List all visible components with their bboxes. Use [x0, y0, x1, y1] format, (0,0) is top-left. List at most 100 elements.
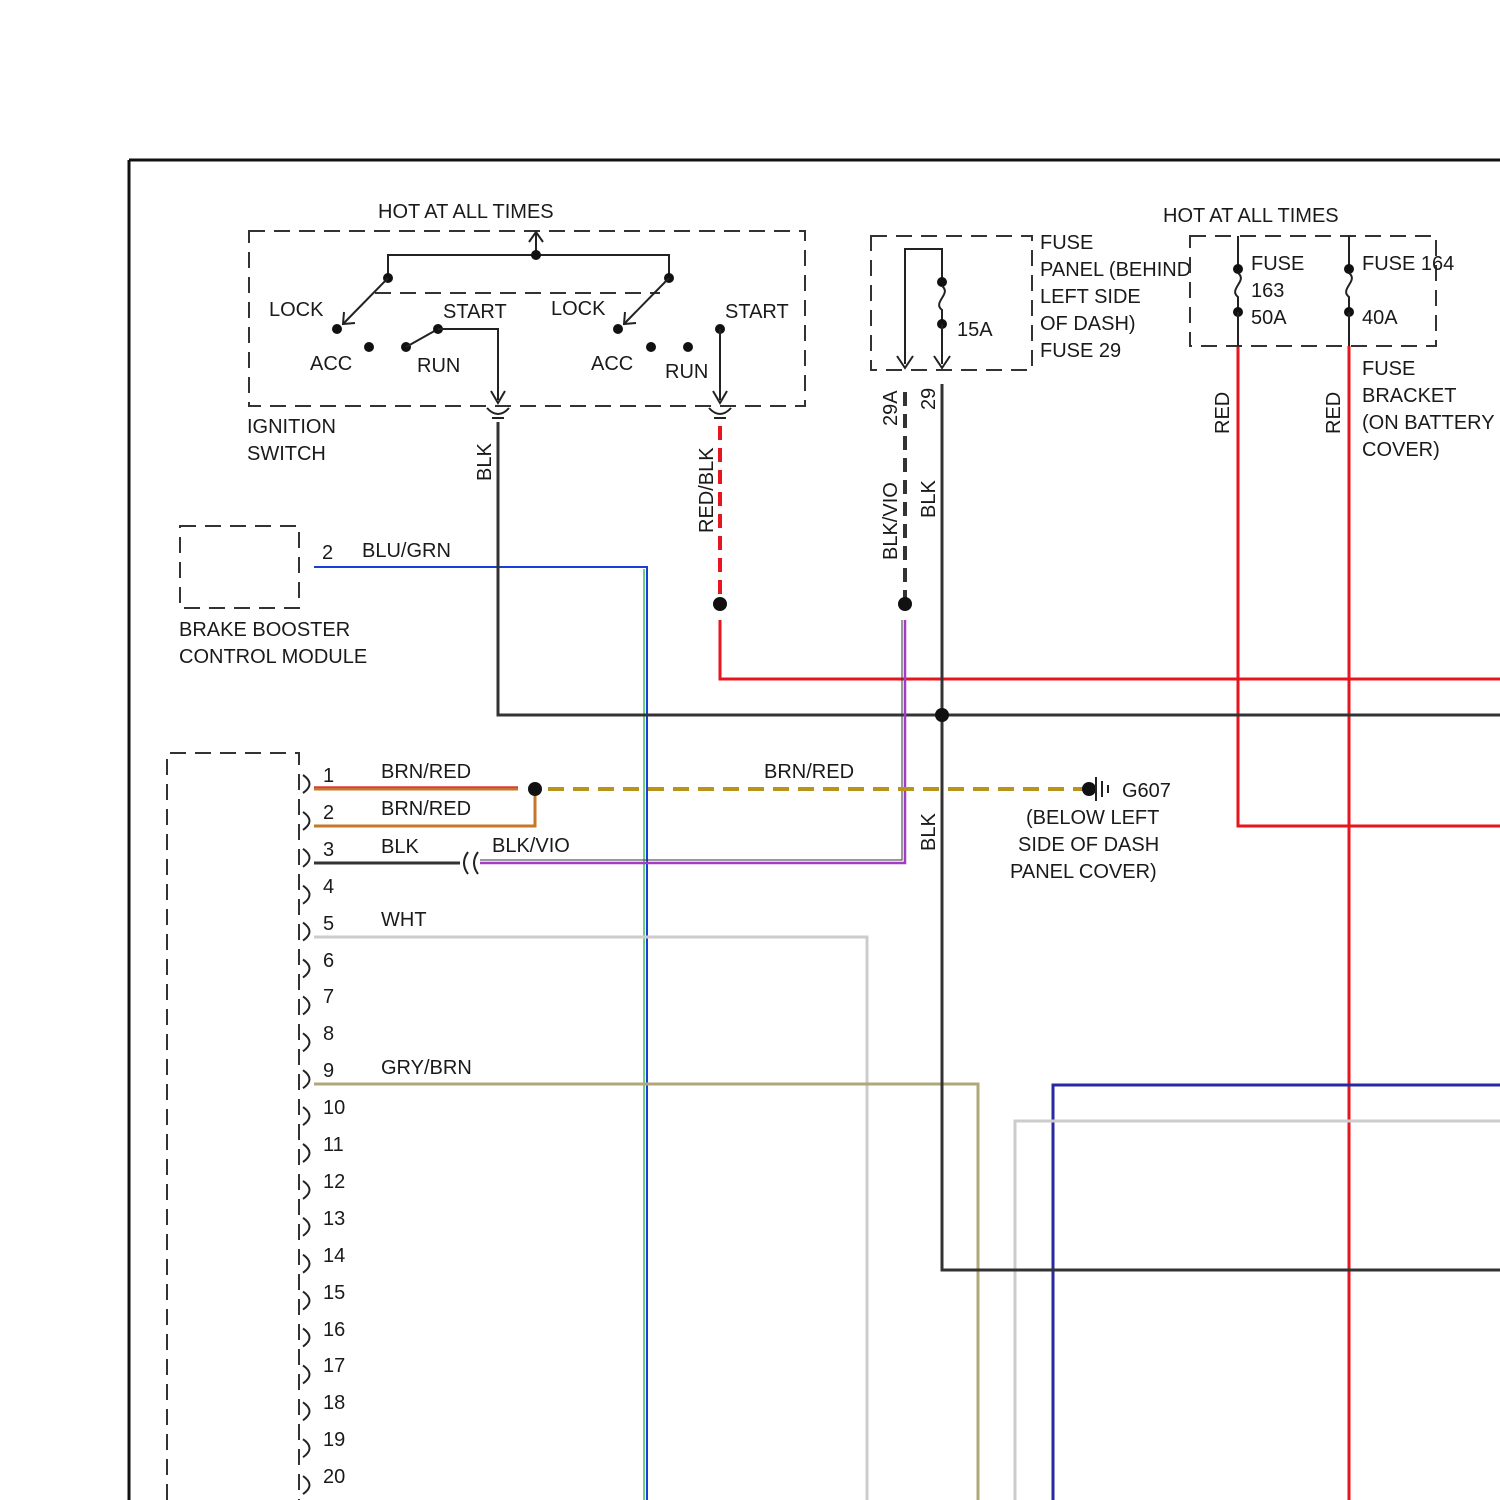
ignition-switch-name-2: SWITCH — [247, 443, 326, 465]
fuse-bracket-hot-label: HOT AT ALL TIMES — [1163, 205, 1339, 227]
red-blk-label: RED/BLK — [696, 447, 718, 533]
connector-pin-cavity — [303, 1181, 310, 1199]
fuse-163-line-1: FUSE — [1251, 253, 1304, 275]
fuse-panel-box — [871, 236, 1032, 370]
connector-red-blk — [709, 408, 731, 414]
blk-vio-vertical-label: BLK/VIO — [880, 482, 902, 560]
blu-grn-label: BLU/GRN — [362, 540, 451, 562]
fuse-panel-line-2: PANEL (BEHIND — [1040, 259, 1191, 281]
right-lock-label: LOCK — [551, 298, 606, 320]
fuse-bracket-line-4: COVER) — [1362, 439, 1440, 461]
connector-pin-number: 20 — [323, 1466, 345, 1488]
splice-brn-red — [528, 782, 542, 796]
connector-pin-number: 12 — [323, 1171, 345, 1193]
left-run-label: RUN — [417, 355, 460, 377]
connector-pin-number: 14 — [323, 1245, 345, 1267]
ignition-switch: HOT AT ALL TIMES LOCK START ACC RUN — [247, 201, 805, 465]
connector-pin-number: 4 — [323, 876, 334, 898]
fuse-163-rating: 50A — [1251, 307, 1287, 329]
terminal-29-label: 29 — [918, 388, 940, 410]
connector-pin-number: 15 — [323, 1282, 345, 1304]
brake-booster-box — [180, 526, 299, 608]
fuse-163-icon — [1235, 273, 1241, 312]
red-164-label: RED — [1323, 392, 1345, 434]
wires — [314, 346, 1500, 1500]
connector-pin-number: 16 — [323, 1319, 345, 1341]
red-blk-wire — [720, 620, 1500, 679]
left-start-label: START — [443, 301, 507, 323]
connector-pin-cavity — [303, 1144, 310, 1162]
fuse-panel: 15A FUSE PANEL (BEHIND LEFT SIDE OF DASH… — [871, 232, 1191, 426]
fuse-164-label: FUSE 164 — [1362, 253, 1454, 275]
fuse-29-icon — [939, 286, 945, 324]
connector-pin-cavity — [303, 1365, 310, 1383]
connector-pin-cavity — [303, 1329, 310, 1347]
fuse-panel-line-1: FUSE — [1040, 232, 1093, 254]
connector-pin-cavity — [303, 1439, 310, 1457]
splice-red-blk — [713, 597, 727, 611]
connector-pin-number: 5 — [323, 913, 334, 935]
connector-pin-number: 18 — [323, 1392, 345, 1414]
connector-pin-number: 8 — [323, 1023, 334, 1045]
gray-wire — [1015, 1121, 1500, 1500]
left-acc-label: ACC — [310, 353, 352, 375]
fuse-bracket-line-2: BRACKET — [1362, 385, 1456, 407]
blu-grn-wire-blue — [314, 567, 647, 1500]
ground-line-3: PANEL COVER) — [1010, 861, 1157, 883]
connector-blk — [487, 408, 509, 414]
connector-pin-number: 10 — [323, 1097, 345, 1119]
fuse-163-line-2: 163 — [1251, 280, 1284, 302]
fuse-bracket-line-1: FUSE — [1362, 358, 1415, 380]
ignition-switch-name-1: IGNITION — [247, 416, 336, 438]
connector-pin-number: 19 — [323, 1429, 345, 1451]
fuse-panel-line-5: FUSE 29 — [1040, 340, 1121, 362]
brake-booster-line-1: BRAKE BOOSTER — [179, 619, 350, 641]
pin-3-wire-label: BLK — [381, 836, 419, 858]
pin-2-wire-label: BRN/RED — [381, 798, 471, 820]
connector-pin-cavity — [303, 1402, 310, 1420]
brn-red-middle-label: BRN/RED — [764, 761, 854, 783]
brake-booster-line-2: CONTROL MODULE — [179, 646, 367, 668]
fuse-164-rating: 40A — [1362, 307, 1398, 329]
fuse-panel-line-3: LEFT SIDE — [1040, 286, 1141, 308]
connector-pin-cavity — [303, 960, 310, 978]
wht-wire — [314, 937, 867, 1500]
connector-pin-number: 2 — [323, 802, 334, 824]
connector-pin-cavity — [303, 1070, 310, 1088]
module-connector-box — [167, 753, 299, 1500]
connector-pin-cavity — [303, 886, 310, 904]
right-run-label: RUN — [665, 361, 708, 383]
connector-pin-number: 17 — [323, 1355, 345, 1377]
connector-pin-number: 9 — [323, 1060, 334, 1082]
ignition-hot-label: HOT AT ALL TIMES — [378, 201, 554, 223]
pin-9-wire-label: GRY/BRN — [381, 1057, 472, 1079]
connector-pin-cavity — [303, 1218, 310, 1236]
connector-pin-cavity — [303, 923, 310, 941]
blk-vio-wire — [480, 620, 905, 863]
brake-booster-control-module: 2 BLU/GRN BRAKE BOOSTER CONTROL MODULE — [179, 526, 451, 668]
fuse-29-rating: 15A — [957, 319, 993, 341]
blk-vio-horizontal-label: BLK/VIO — [492, 835, 570, 857]
navy-wire — [1053, 1085, 1500, 1500]
connector-pin-number: 11 — [323, 1134, 344, 1156]
ground-line-1: (BELOW LEFT — [1026, 807, 1159, 829]
connector-pin-cavity — [303, 812, 310, 830]
inline-connector — [464, 852, 478, 874]
connector-pin-number: 13 — [323, 1208, 345, 1230]
terminal-29a-label: 29A — [880, 390, 902, 426]
splice-blk-vio — [898, 597, 912, 611]
pin-1-wire-label: BRN/RED — [381, 761, 471, 783]
splice-ground — [1082, 782, 1096, 796]
right-start-label: START — [725, 301, 789, 323]
fuse-panel-line-4: OF DASH) — [1040, 313, 1136, 335]
blk-ignition-label: BLK — [474, 443, 496, 481]
connector-pin-number: 1 — [323, 765, 334, 787]
pin-5-wire-label: WHT — [381, 909, 427, 931]
right-acc-label: ACC — [591, 353, 633, 375]
blk-fuse-label: BLK — [918, 480, 940, 518]
fuse-164-icon — [1346, 273, 1352, 312]
connector-pin-cavity — [303, 1292, 310, 1310]
